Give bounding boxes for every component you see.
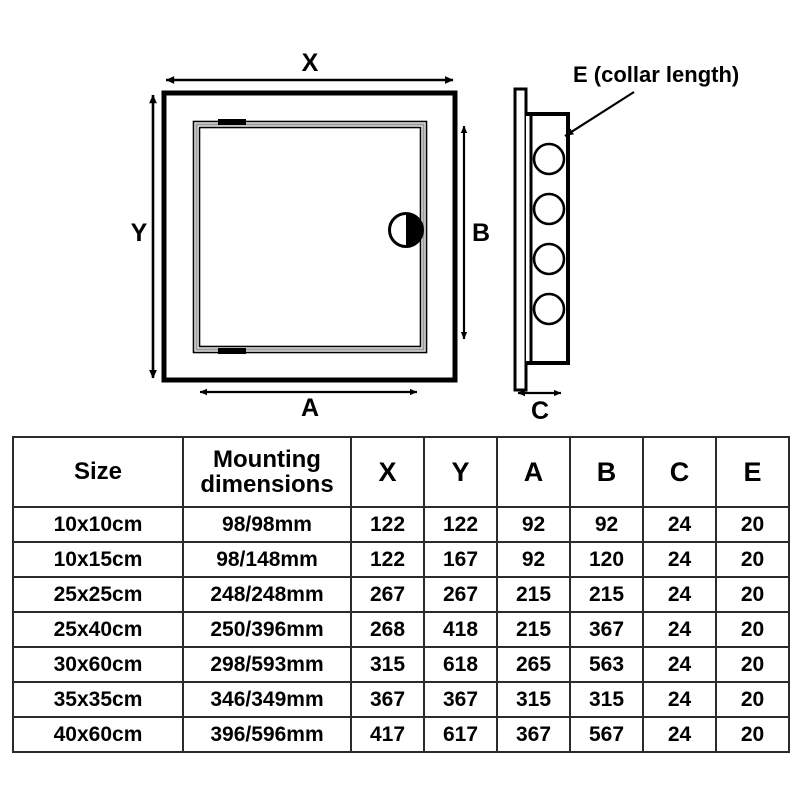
cell-e: 20 — [715, 646, 790, 683]
cell-b: 215 — [569, 576, 644, 613]
cell-mounting: 396/596mm — [182, 716, 352, 753]
cell-size: 10x10cm — [12, 506, 184, 543]
table-row: 25x25cm 248/248mm 267 267 215 215 24 20 — [12, 576, 790, 613]
column-header-e: E — [715, 436, 790, 508]
cell-size: 25x40cm — [12, 611, 184, 648]
cell-b: 567 — [569, 716, 644, 753]
cell-b: 315 — [569, 681, 644, 718]
dimension-label-b: B — [472, 219, 490, 247]
cell-size: 40x60cm — [12, 716, 184, 753]
cell-size: 10x15cm — [12, 541, 184, 578]
dimension-label-c: C — [531, 397, 549, 425]
cell-c: 24 — [642, 681, 717, 718]
cell-y: 122 — [423, 506, 498, 543]
collar-hole — [532, 242, 566, 276]
cell-e: 20 — [715, 716, 790, 753]
cell-size: 25x25cm — [12, 576, 184, 613]
hinge-bottom-icon — [218, 348, 246, 354]
cell-b: 563 — [569, 646, 644, 683]
cell-x: 122 — [350, 506, 425, 543]
cell-x: 315 — [350, 646, 425, 683]
specification-table: Size Mounting dimensions X Y A B C E 10x… — [12, 436, 790, 753]
cell-size: 35x35cm — [12, 681, 184, 718]
cell-mounting: 346/349mm — [182, 681, 352, 718]
table-row: 10x15cm 98/148mm 122 167 92 120 24 20 — [12, 541, 790, 578]
table-row: 30x60cm 298/593mm 315 618 265 563 24 20 — [12, 646, 790, 683]
turn-latch-icon — [388, 212, 424, 248]
table-header-row: Size Mounting dimensions X Y A B C E — [12, 436, 790, 508]
table-row: 25x40cm 250/396mm 268 418 215 367 24 20 — [12, 611, 790, 648]
table-row: 40x60cm 396/596mm 417 617 367 567 24 20 — [12, 716, 790, 753]
cell-a: 215 — [496, 611, 571, 648]
cell-y: 617 — [423, 716, 498, 753]
table-row: 10x10cm 98/98mm 122 122 92 92 24 20 — [12, 506, 790, 543]
column-header-c: C — [642, 436, 717, 508]
dimension-label-e: E (collar length) — [573, 62, 739, 87]
column-header-x: X — [350, 436, 425, 508]
collar-hole — [532, 192, 566, 226]
column-header-y: Y — [423, 436, 498, 508]
cell-x: 417 — [350, 716, 425, 753]
cell-mounting: 298/593mm — [182, 646, 352, 683]
cell-e: 20 — [715, 541, 790, 578]
side-door-flange — [513, 87, 528, 392]
cell-mounting: 98/148mm — [182, 541, 352, 578]
column-header-b: B — [569, 436, 644, 508]
cell-x: 122 — [350, 541, 425, 578]
dimension-label-x: X — [302, 49, 319, 77]
cell-mounting: 248/248mm — [182, 576, 352, 613]
table-row: 35x35cm 346/349mm 367 367 315 315 24 20 — [12, 681, 790, 718]
inner-panel-inner-outline — [198, 126, 422, 348]
cell-a: 265 — [496, 646, 571, 683]
cell-a: 367 — [496, 716, 571, 753]
cell-y: 167 — [423, 541, 498, 578]
column-header-a: A — [496, 436, 571, 508]
table-body: 10x10cm 98/98mm 122 122 92 92 24 20 10x1… — [12, 506, 790, 753]
cell-a: 215 — [496, 576, 571, 613]
cell-e: 20 — [715, 681, 790, 718]
hinge-top-icon — [218, 119, 246, 125]
cell-y: 367 — [423, 681, 498, 718]
cell-mounting: 98/98mm — [182, 506, 352, 543]
leader-line-e — [564, 91, 635, 137]
cell-e: 20 — [715, 611, 790, 648]
cell-x: 267 — [350, 576, 425, 613]
cell-c: 24 — [642, 576, 717, 613]
cell-b: 367 — [569, 611, 644, 648]
column-header-size: Size — [12, 436, 184, 508]
cell-c: 24 — [642, 611, 717, 648]
cell-y: 418 — [423, 611, 498, 648]
cell-c: 24 — [642, 716, 717, 753]
cell-b: 92 — [569, 506, 644, 543]
dimension-label-y: Y — [131, 219, 148, 247]
collar-hole — [532, 292, 566, 326]
cell-a: 92 — [496, 506, 571, 543]
specification-table-container: Size Mounting dimensions X Y A B C E 10x… — [12, 436, 790, 753]
collar-hole — [532, 142, 566, 176]
cell-y: 267 — [423, 576, 498, 613]
cell-e: 20 — [715, 576, 790, 613]
side-view-group: E (collar length) C — [513, 62, 739, 425]
cell-y: 618 — [423, 646, 498, 683]
cell-x: 367 — [350, 681, 425, 718]
dimension-label-a: A — [301, 394, 319, 422]
cell-c: 24 — [642, 541, 717, 578]
front-view-group: X Y A B — [131, 49, 490, 422]
cell-e: 20 — [715, 506, 790, 543]
technical-drawing: X Y A B E (collar length) — [131, 49, 740, 425]
cell-x: 268 — [350, 611, 425, 648]
cell-mounting: 250/396mm — [182, 611, 352, 648]
cell-c: 24 — [642, 506, 717, 543]
cell-a: 92 — [496, 541, 571, 578]
cell-size: 30x60cm — [12, 646, 184, 683]
cell-c: 24 — [642, 646, 717, 683]
cell-b: 120 — [569, 541, 644, 578]
column-header-mounting: Mounting dimensions — [182, 436, 352, 508]
cell-a: 315 — [496, 681, 571, 718]
